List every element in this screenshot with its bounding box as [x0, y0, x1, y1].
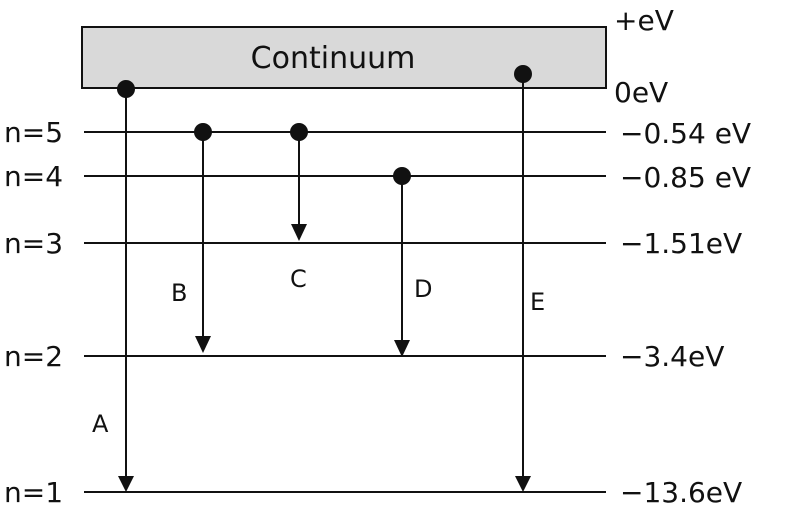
transition-b: B: [171, 123, 212, 353]
level-energy-label-n1: −13.6eV: [620, 476, 742, 509]
level-n-label-n1: n=1: [4, 476, 63, 509]
level-energy-label-n3: −1.51eV: [620, 227, 742, 260]
transition-c-label: C: [290, 265, 307, 293]
transition-e-label: E: [530, 288, 545, 316]
transition-d: D: [393, 167, 432, 357]
transition-a-label: A: [92, 410, 109, 438]
level-n-label-n5: n=5: [4, 116, 63, 149]
level-n-label-n3: n=3: [4, 227, 63, 260]
level-n-label-n4: n=4: [4, 160, 63, 193]
continuum-top-energy-label: +eV: [614, 4, 674, 37]
transition-a-arrowhead: [118, 476, 134, 492]
level-energy-label-n2: −3.4eV: [620, 340, 724, 373]
transition-d-arrowhead: [394, 340, 410, 357]
transition-e: E: [514, 65, 545, 492]
continuum-label: Continuum: [251, 41, 416, 76]
level-energy-label-n4: −0.85 eV: [620, 161, 751, 194]
level-energy-label-n5: −0.54 eV: [620, 117, 751, 150]
level-n-label-n2: n=2: [4, 340, 63, 373]
transition-b-arrowhead: [195, 336, 211, 353]
transition-e-arrowhead: [515, 476, 531, 492]
transition-a: A: [92, 80, 135, 492]
continuum-bottom-energy-label: 0eV: [614, 76, 668, 109]
transition-b-label: B: [171, 279, 187, 307]
transition-c-arrowhead: [291, 224, 307, 241]
transition-d-label: D: [414, 275, 432, 303]
transition-c: C: [290, 123, 308, 293]
